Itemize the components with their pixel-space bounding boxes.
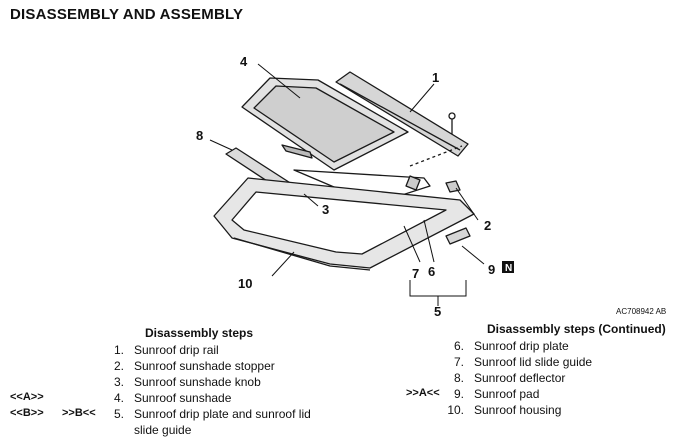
callout-2: 2 xyxy=(484,218,491,233)
callout-7: 7 xyxy=(412,266,419,281)
step-10: 10.Sunroof housing xyxy=(447,403,562,417)
step-8: 8.Sunroof deflector xyxy=(453,371,566,385)
step-1: 1.Sunroof drip rail xyxy=(113,343,219,357)
n-badge: N xyxy=(505,263,512,274)
exploded-view-diagram: 4 1 8 3 2 6 7 10 9 5 N xyxy=(196,54,514,319)
callout-4: 4 xyxy=(240,54,248,69)
callout-5: 5 xyxy=(434,304,441,319)
steps-heading-right: Disassembly steps (Continued) xyxy=(487,322,666,336)
page-title: DISASSEMBLY AND ASSEMBLY xyxy=(10,6,244,23)
callout-10: 10 xyxy=(238,276,252,291)
step-7: 7.Sunroof lid slide guide xyxy=(453,355,593,369)
step-6: 6.Sunroof drip plate xyxy=(453,339,569,353)
step-5-continued: slide guide xyxy=(134,423,192,437)
step-3: 3.Sunroof sunshade knob xyxy=(113,375,261,389)
callout-8: 8 xyxy=(196,128,203,143)
mark-b-right: >>B<< xyxy=(62,407,96,419)
steps-heading-left: Disassembly steps xyxy=(145,326,254,340)
sunroof-pad-part xyxy=(445,227,471,245)
sunshade-part xyxy=(241,77,409,171)
n-badge-box xyxy=(502,261,514,273)
figure-code: AC708942 AB xyxy=(616,307,667,316)
step-4: 4.Sunroof sunshade xyxy=(113,391,232,405)
step-9: 9.Sunroof pad xyxy=(453,387,540,401)
callout-1: 1 xyxy=(432,70,439,85)
callout-6: 6 xyxy=(428,264,435,279)
step-2: 2.Sunroof sunshade stopper xyxy=(113,359,275,373)
mark-b-left: <<B>> xyxy=(10,407,44,419)
mark-a-right: >>A<< xyxy=(406,387,440,399)
drip-rail-part xyxy=(335,71,469,157)
sunroof-housing-part xyxy=(213,177,475,271)
callout-9: 9 xyxy=(488,262,495,277)
mark-a-left: <<A>> xyxy=(10,391,44,403)
callout-3: 3 xyxy=(322,202,329,217)
step-5: 5.Sunroof drip plate and sunroof lid xyxy=(113,407,311,421)
